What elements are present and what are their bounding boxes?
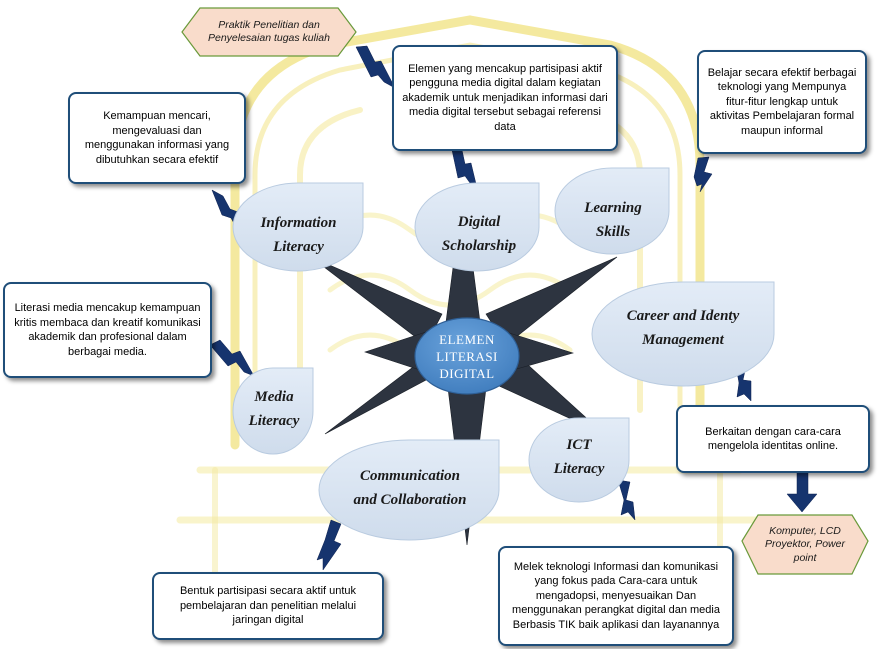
topic-career-identity: Career and Identy Management <box>594 300 772 356</box>
topic-bubbles <box>232 167 775 541</box>
topic-learning-skills-line-1: Learning <box>584 200 642 216</box>
topic-information-literacy-line-1: Information <box>260 215 337 231</box>
example-right-text: Komputer, LCD Proyektor, Power point <box>765 524 845 564</box>
hexagon-right-example <box>741 514 869 575</box>
topic-media-literacy-line-2: Literacy <box>248 413 300 429</box>
description-media-literacy: Literasi media mencakup kemampuan kritis… <box>3 282 212 378</box>
bubble-learning-skills <box>554 167 670 255</box>
description-information-literacy: Kemampuan mencari, mengevaluasi dan meng… <box>68 92 246 184</box>
description-information-literacy-text: Kemampuan mencari, mengevaluasi dan meng… <box>84 110 230 166</box>
topic-digital-scholarship-line-2: Scholarship <box>441 238 517 254</box>
description-career-identity-text: Berkaitan dengan cara-cara mengelola ide… <box>705 425 841 453</box>
topic-ict-literacy-line-1: ICT <box>566 437 592 453</box>
arrow-learning <box>693 156 713 193</box>
topic-media-literacy-line-1: Media <box>254 389 294 405</box>
center-title-line-2: LITERASI <box>436 348 498 364</box>
topic-communication-line-1: Communication <box>359 468 461 484</box>
description-digital-scholarship: Elemen yang mencakup partisipasi aktif p… <box>392 45 618 151</box>
bubble-career <box>591 281 775 387</box>
topic-information-literacy: Information Literacy <box>236 207 361 263</box>
description-career-identity: Berkaitan dengan cara-cara mengelola ide… <box>676 405 870 473</box>
description-digital-scholarship-text: Elemen yang mencakup partisipasi aktif p… <box>402 62 608 133</box>
description-media-literacy-text: Literasi media mencakup kemampuan kritis… <box>14 302 201 358</box>
topic-career-identity-line-1: Career and Identy <box>626 308 740 324</box>
topic-learning-skills-line-2: Skills <box>595 224 631 240</box>
arrow-communication <box>316 519 342 571</box>
description-communication: Bentuk partisipasi secara aktif untuk pe… <box>152 572 384 640</box>
bubble-media-literacy <box>232 367 314 455</box>
topic-communication-line-2: and Collaboration <box>353 492 467 508</box>
description-learning-skills: Belajar secara efektif berbagai teknolog… <box>697 50 867 154</box>
topic-communication: Communication and Collaboration <box>322 460 498 516</box>
center-title-line-1: ELEMEN <box>439 331 495 347</box>
center-title: ELEMEN LITERASI DIGITAL <box>415 326 519 386</box>
topic-digital-scholarship: Digital Scholarship <box>420 206 538 262</box>
description-ict-literacy-text: Melek teknologi Informasi dan komunikasi… <box>512 560 720 631</box>
topic-digital-scholarship-line-1: Digital <box>457 214 501 230</box>
bubble-ict <box>528 417 630 503</box>
center-ellipse <box>414 317 520 395</box>
hexagon-top-example <box>181 7 357 57</box>
arrow-hex-right <box>786 471 818 513</box>
example-right-label: Komputer, LCD Proyektor, Power point <box>760 517 850 573</box>
bubble-information-literacy <box>232 182 364 272</box>
arrow-ict <box>617 479 636 521</box>
description-communication-text: Bentuk partisipasi secara aktif untuk pe… <box>179 585 357 627</box>
topic-ict-literacy-line-2: Literacy <box>553 461 605 477</box>
center-title-line-3: DIGITAL <box>439 365 495 381</box>
bubble-communication <box>318 439 500 541</box>
topic-ict-literacy: ICT Literacy <box>533 429 625 485</box>
example-top-label: Praktik Penelitian dan Penyelesaian tuga… <box>200 9 338 55</box>
topic-learning-skills: Learning Skills <box>558 192 668 248</box>
arrow-scholarship-down <box>451 149 478 189</box>
example-top-text: Praktik Penelitian dan Penyelesaian tuga… <box>207 18 330 45</box>
description-learning-skills-text: Belajar secara efektif berbagai teknolog… <box>707 66 857 137</box>
bubble-digital-scholarship <box>414 182 540 272</box>
description-ict-literacy: Melek teknologi Informasi dan komunikasi… <box>498 546 734 646</box>
topic-information-literacy-line-2: Literacy <box>273 239 324 255</box>
topic-media-literacy: Media Literacy <box>235 381 313 437</box>
topic-career-identity-line-2: Management <box>642 332 724 348</box>
